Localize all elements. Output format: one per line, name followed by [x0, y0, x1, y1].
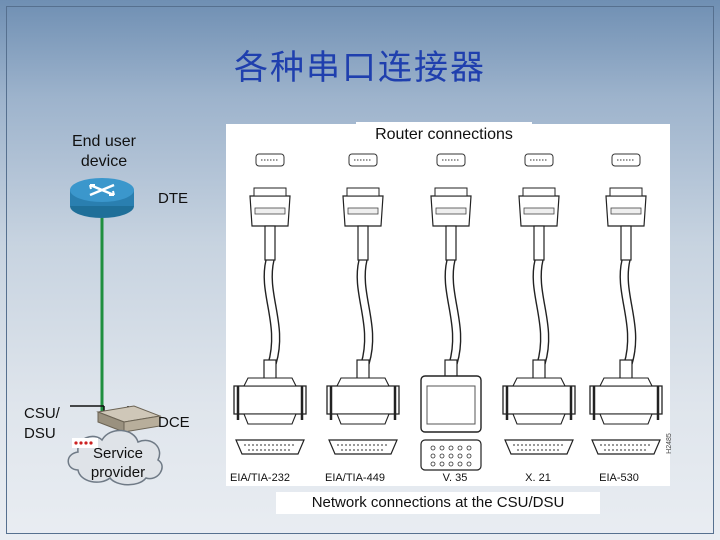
cable-label-eia-tia-232: EIA/TIA-232	[230, 472, 290, 484]
cable-label-v35: V. 35	[442, 472, 468, 484]
network-connections-label: Network connections at the CSU/DSU	[276, 492, 600, 514]
bottom-connector-eia-tia-232	[233, 385, 307, 415]
top-neck-eia-tia-449	[357, 225, 369, 261]
left-topology-svg	[67, 178, 163, 486]
csu-dsu-line1: CSU/	[24, 405, 60, 422]
brand-label-eia-tia-232	[254, 207, 286, 215]
csu-port-pin-v35	[457, 453, 463, 459]
csu-port-pin-v35	[430, 461, 436, 467]
cable-label-eia-tia-449: EIA/TIA-449	[325, 472, 385, 484]
dce-label: DCE	[158, 414, 190, 431]
figure-code: H2485	[665, 433, 673, 454]
top-connector-lip-eia-tia-449	[346, 187, 380, 197]
end-user-line2: device	[80, 153, 128, 170]
brand-label-v35	[435, 207, 467, 215]
cable-left-x21	[532, 259, 542, 365]
bottom-neck-eia-tia-232	[263, 359, 277, 381]
bottom-connector-hood-eia-530	[599, 377, 653, 387]
cables-drawing	[233, 153, 663, 471]
cable-right-x21	[540, 259, 550, 365]
service-provider-cloud-icon	[67, 429, 163, 486]
csu-port-pin-v35	[430, 453, 436, 459]
bottom-connector-eia-tia-449	[326, 385, 400, 415]
slide-title: 各种串口连接器	[234, 48, 486, 88]
brand-label-eia-530	[610, 207, 642, 215]
bottom-neck-eia-530	[619, 359, 633, 381]
csu-port-pin-v35	[466, 445, 472, 451]
csu-port-pin-v35	[439, 461, 445, 467]
top-neck-eia-tia-232	[264, 225, 276, 261]
bottom-connector-hood-eia-tia-232	[243, 377, 297, 387]
csu-port-pin-v35	[457, 445, 463, 451]
cable-figure-panel	[226, 124, 670, 486]
bottom-connector-shell-x21	[512, 413, 566, 425]
cable-right-eia-tia-232	[271, 259, 281, 365]
csu-port-pin-v35	[448, 461, 454, 467]
router-icon	[70, 178, 134, 218]
csu-port-x21	[504, 439, 574, 455]
top-connector-lip-eia-530	[609, 187, 643, 197]
brand-label-x21	[523, 207, 555, 215]
bottom-connector-face-v35	[426, 385, 476, 425]
cable-right-eia-tia-449	[364, 259, 374, 365]
csu-port-pin-v35	[466, 453, 472, 459]
bottom-neck-x21	[532, 359, 546, 381]
top-connector-lip-v35	[434, 187, 468, 197]
end-user-device-label: End user device	[62, 132, 146, 172]
cable-left-eia-tia-449	[356, 259, 366, 365]
cable-label-eia-530: EIA-530	[599, 472, 639, 484]
top-neck-x21	[533, 225, 545, 261]
csu-port-pin-v35	[439, 445, 445, 451]
csu-dsu-device-icon	[96, 405, 162, 433]
csu-dsu-label: CSU/ DSU	[24, 404, 60, 444]
csu-port-pin-v35	[430, 445, 436, 451]
service-provider-line1: Service	[92, 445, 144, 462]
service-provider-label: Service provider	[80, 444, 156, 482]
csu-port-pin-v35	[448, 453, 454, 459]
cable-right-v35	[452, 259, 462, 365]
router-connections-label: Router connections	[356, 122, 532, 148]
top-neck-v35	[445, 225, 457, 261]
end-user-line1: End user	[71, 133, 137, 150]
csu-port-eia-530	[591, 439, 661, 455]
slide-frame	[6, 6, 714, 534]
csu-port-pin-v35	[466, 461, 472, 467]
bottom-connector-shell-eia-tia-449	[336, 413, 390, 425]
service-provider-line2: provider	[90, 464, 146, 481]
csu-port-pin-v35	[439, 453, 445, 459]
dte-label: DTE	[158, 190, 188, 207]
bottom-connector-eia-530	[589, 385, 663, 415]
cable-left-eia-530	[619, 259, 629, 365]
brand-label-eia-tia-449	[347, 207, 379, 215]
cable-left-eia-tia-232	[263, 259, 273, 365]
top-connector-lip-x21	[522, 187, 556, 197]
cable-left-v35	[444, 259, 454, 365]
bottom-connector-shell-eia-tia-232	[243, 413, 297, 425]
csu-port-eia-tia-232	[235, 439, 305, 455]
csu-dsu-line2: DSU	[24, 425, 56, 442]
bottom-connector-hood-x21	[512, 377, 566, 387]
csu-port-pin-v35	[457, 461, 463, 467]
bottom-neck-eia-tia-449	[356, 359, 370, 381]
top-neck-eia-530	[620, 225, 632, 261]
csu-port-eia-tia-449	[328, 439, 398, 455]
top-connector-lip-eia-tia-232	[253, 187, 287, 197]
bottom-connector-hood-eia-tia-449	[336, 377, 390, 387]
csu-port-pin-v35	[448, 445, 454, 451]
bottom-connector-shell-eia-530	[599, 413, 653, 425]
cable-label-x21: X. 21	[525, 472, 551, 484]
cable-right-eia-530	[627, 259, 637, 365]
bottom-connector-x21	[502, 385, 576, 415]
